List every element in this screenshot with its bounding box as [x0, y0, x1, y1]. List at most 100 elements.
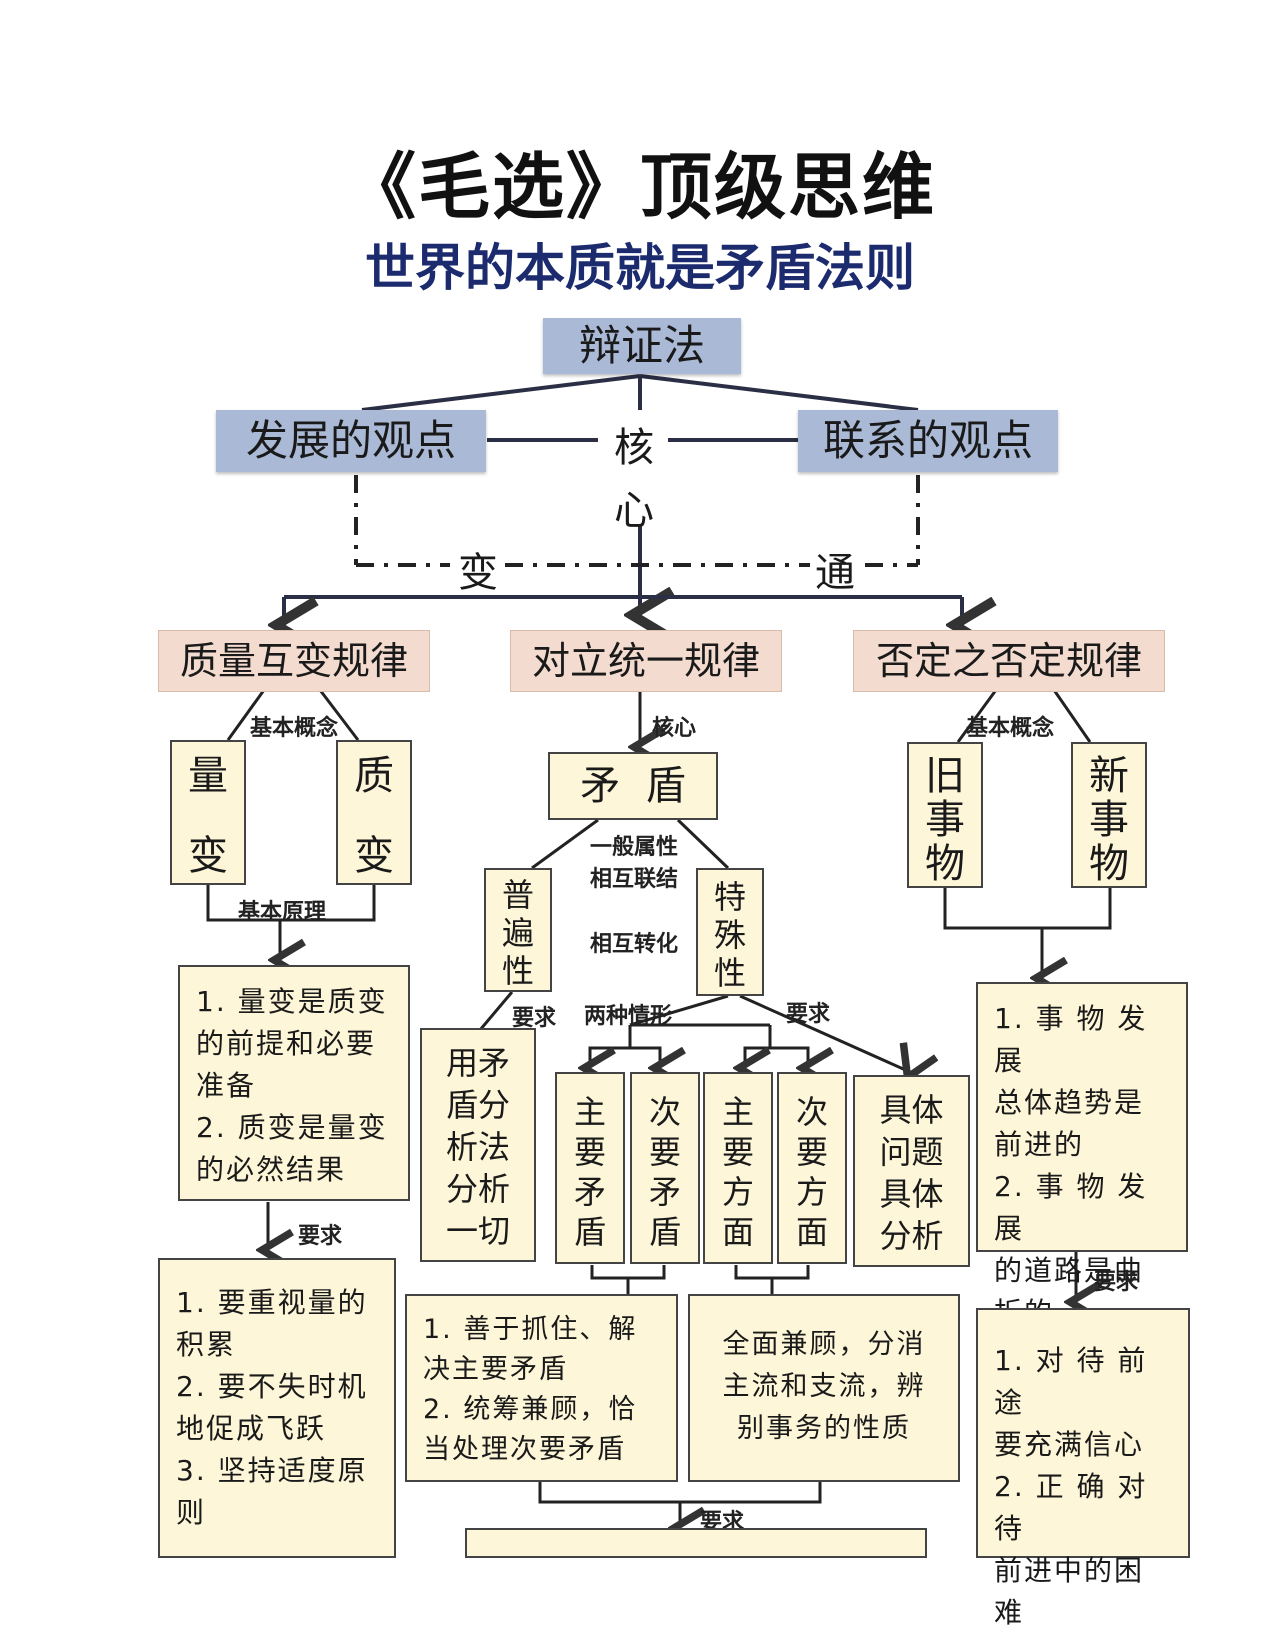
right-require-line: 2. 正 确 对 待: [994, 1470, 1148, 1545]
left-principle-line: 1. 量变是质变: [196, 985, 388, 1018]
secondary-contradiction-char: 要: [648, 1133, 681, 1171]
left-basic-concept-label: 基本概念: [250, 716, 339, 741]
new-things-node: 新 事 物: [1071, 742, 1147, 888]
analysis-method-line: 用矛: [445, 1044, 510, 1082]
middle-bottom-left-line: 当处理次要矛盾: [423, 1434, 626, 1465]
secondary-aspect-char: 要: [795, 1133, 828, 1171]
secondary-contradiction-char: 矛: [648, 1173, 681, 1211]
middle-core-label: 核心: [652, 716, 697, 741]
right-require-line: 前进中的困: [994, 1554, 1145, 1587]
secondary-contradiction-node: 次 要 矛 盾: [630, 1072, 700, 1264]
main-aspect-char: 要: [721, 1133, 754, 1171]
main-aspect-char: 方: [721, 1173, 754, 1211]
general-attribute-line: 一般属性: [590, 835, 679, 860]
middle-bottom-left-line: 决主要矛盾: [423, 1354, 568, 1385]
two-cases-label: 两种情形: [584, 1004, 673, 1029]
particularity-char: 特: [713, 878, 746, 916]
old-things-node: 旧 事 物: [907, 742, 983, 888]
old-things-char: 物: [925, 841, 965, 887]
right-require-line: 难: [994, 1596, 1025, 1629]
analysis-method-line: 分析: [445, 1170, 510, 1208]
middle-bottom-left-line: 1. 善于抓住、解: [423, 1314, 638, 1345]
universality-char: 遍: [501, 914, 534, 952]
negation-law-node: 否定之否定规律: [853, 630, 1165, 692]
middle-bottom-cutoff-box: [465, 1528, 927, 1558]
main-contradiction-char: 要: [573, 1133, 606, 1171]
concrete-analysis-line: 具体: [879, 1091, 944, 1129]
main-aspect-char: 主: [721, 1093, 754, 1131]
quantitative-char-1: 量: [188, 753, 228, 799]
quantitative-char-2: 变: [188, 833, 228, 879]
core-char-1: 核: [614, 425, 654, 471]
right-principle-line: 2. 事 物 发 展: [994, 1170, 1148, 1245]
secondary-aspect-char: 面: [795, 1213, 828, 1251]
old-things-char: 旧: [925, 753, 965, 799]
left-require-box: 1. 要重视量的 积累 2. 要不失时机 地促成飞跃 3. 坚持适度原 则: [158, 1258, 396, 1558]
secondary-contradiction-char: 盾: [648, 1213, 681, 1251]
main-contradiction-char: 矛: [573, 1173, 606, 1211]
analysis-method-line: 盾分: [445, 1086, 510, 1124]
page-title: 《毛选》顶级思维: [343, 145, 936, 229]
mutual-transform-text: 相互转化: [590, 932, 679, 957]
right-require-label: 要求: [1094, 1270, 1139, 1295]
left-basic-principle-label: 基本原理: [238, 900, 327, 925]
universality-char: 性: [501, 952, 534, 990]
left-require-line: 3. 坚持适度原: [176, 1454, 368, 1487]
right-principle-line: 1. 事 物 发 展: [994, 1002, 1148, 1077]
page-subtitle: 世界的本质就是矛盾法则: [365, 238, 915, 297]
right-principle-line: 总体趋势是: [994, 1086, 1145, 1119]
left-require-line: 1. 要重视量的: [176, 1286, 368, 1319]
universality-char: 普: [501, 876, 534, 914]
universality-node: 普 遍 性: [484, 868, 552, 992]
left-principle-line: 的必然结果: [196, 1153, 347, 1186]
contradiction-node: 矛 盾: [548, 752, 718, 820]
old-things-char: 事: [925, 797, 965, 843]
qualitative-char-1: 质: [354, 753, 394, 799]
right-require-line: 1. 对 待 前 途: [994, 1344, 1148, 1419]
secondary-contradiction-char: 次: [648, 1093, 681, 1131]
concrete-analysis-line: 问题: [879, 1133, 944, 1171]
left-require-label: 要求: [298, 1224, 343, 1249]
secondary-aspect-node: 次 要 方 面: [777, 1072, 847, 1264]
left-principle-line: 的前提和必要: [196, 1027, 377, 1060]
new-things-char: 事: [1089, 797, 1129, 843]
main-aspect-node: 主 要 方 面: [703, 1072, 773, 1264]
left-require-line: 地促成飞跃: [176, 1412, 327, 1445]
middle-require-label-right: 要求: [786, 1002, 831, 1027]
general-attribute-line: 相互联结: [590, 867, 679, 892]
right-principle-line: 前进的: [994, 1128, 1085, 1161]
main-contradiction-node: 主 要 矛 盾: [555, 1072, 625, 1264]
right-basic-concept-label: 基本概念: [966, 716, 1055, 741]
core-char-2: 心: [614, 488, 654, 534]
left-require-line: 积累: [176, 1328, 237, 1361]
bian-char: 变: [458, 550, 498, 596]
development-view-node: 发展的观点: [216, 410, 486, 472]
middle-bottom-right-line: 主流和支流，辨: [722, 1371, 926, 1402]
main-aspect-char: 面: [721, 1213, 754, 1251]
qualitative-change-node: 质 变: [336, 740, 412, 885]
quality-law-node: 质量互变规律: [158, 630, 430, 692]
new-things-char: 物: [1089, 841, 1129, 887]
secondary-aspect-char: 方: [795, 1173, 828, 1211]
middle-bottom-left-box: 1. 善于抓住、解 决主要矛盾 2. 统筹兼顾，恰 当处理次要矛盾: [405, 1294, 678, 1482]
right-require-box: 1. 对 待 前 途 要充满信心 2. 正 确 对 待 前进中的困 难: [976, 1308, 1190, 1629]
left-require-line: 2. 要不失时机: [176, 1370, 368, 1403]
particularity-char: 殊: [713, 916, 746, 954]
middle-bottom-right-line: 别事务的性质: [737, 1413, 911, 1444]
right-require-line: 要充满信心: [994, 1428, 1145, 1461]
main-contradiction-char: 盾: [573, 1213, 606, 1251]
middle-require-label-left: 要求: [512, 1006, 557, 1031]
quantitative-change-node: 量 变: [170, 740, 246, 885]
right-principle-box: 1. 事 物 发 展 总体趋势是 前进的 2. 事 物 发 展 的道路是曲 折的: [976, 982, 1188, 1329]
tong-char: 通: [815, 550, 855, 596]
right-principle-line: 的道路是曲: [994, 1254, 1145, 1287]
middle-bottom-left-line: 2. 统筹兼顾，恰: [423, 1394, 638, 1425]
analysis-method-node: 用矛 盾分 析法 分析 一切: [420, 1028, 536, 1262]
secondary-aspect-char: 次: [795, 1093, 828, 1131]
middle-bottom-right-box: 全面兼顾，分消 主流和支流，辨 别事务的性质: [688, 1294, 960, 1482]
analysis-method-line: 析法: [445, 1128, 510, 1166]
left-principle-box: 1. 量变是质变 的前提和必要 准备 2. 质变是量变 的必然结果: [178, 965, 410, 1201]
root-node: 辩证法: [543, 318, 741, 374]
concrete-analysis-line: 具体: [879, 1175, 944, 1213]
middle-bottom-right-line: 全面兼顾，分消: [722, 1329, 926, 1360]
